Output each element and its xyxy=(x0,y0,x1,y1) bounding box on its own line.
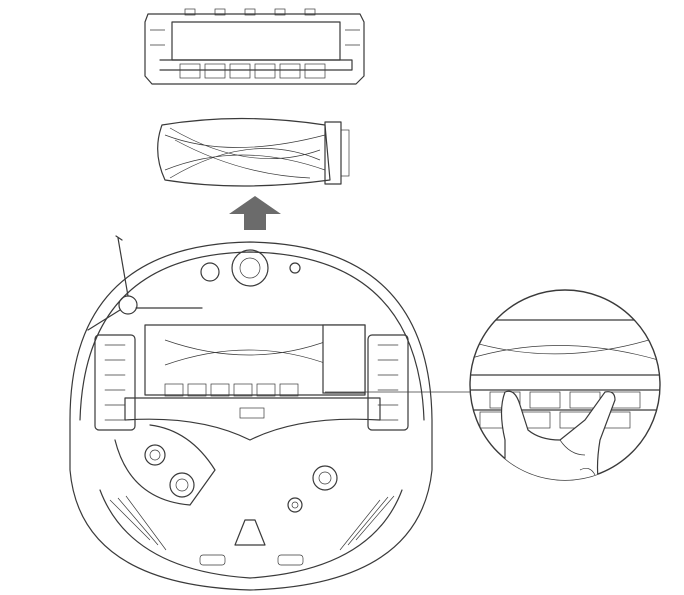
left-wheel xyxy=(94,334,136,431)
hand-icon xyxy=(500,390,616,480)
arrow-up-icon xyxy=(229,196,281,230)
brush-guard xyxy=(144,8,365,85)
side-brush xyxy=(87,235,203,331)
magnified-detail xyxy=(325,289,661,481)
robot-underside xyxy=(69,241,433,591)
main-brush xyxy=(157,117,350,187)
vent-grille xyxy=(109,495,395,551)
right-wheel xyxy=(367,334,409,431)
